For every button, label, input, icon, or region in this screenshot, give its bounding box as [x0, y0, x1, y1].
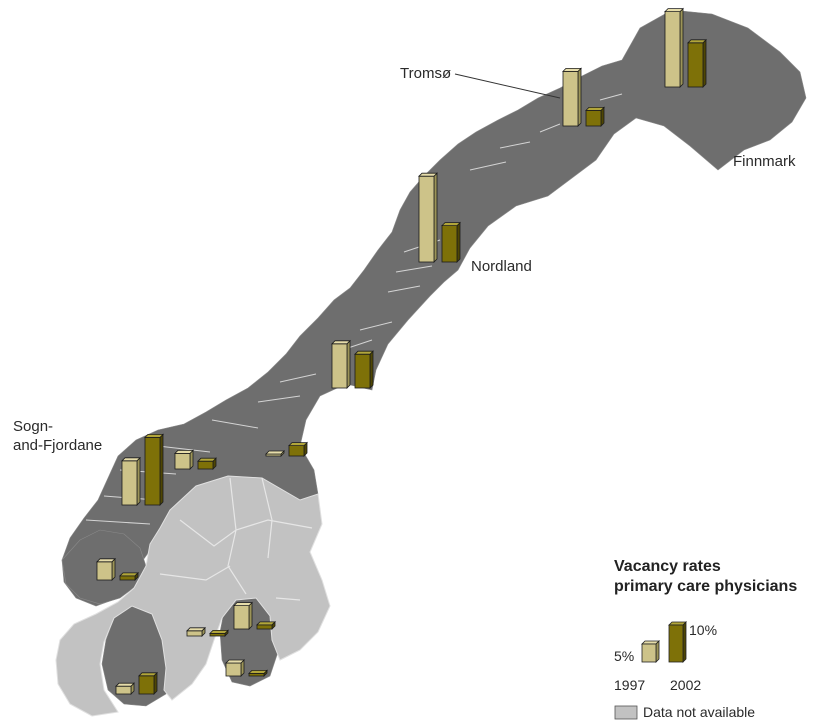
bar-s-r-tr-ndelag-1997: [265, 450, 285, 457]
bar-m-re-og-romsdal-2002: [197, 457, 217, 470]
bar-nord-tr-ndelag-1997: [331, 339, 351, 389]
bar-nordland-2002: [441, 221, 461, 263]
label-finnmark: Finnmark: [733, 153, 796, 170]
bar-akershus-1997: [233, 601, 253, 630]
region-boundaries: [159, 477, 313, 601]
bar-sogn-og-fjordane-1997: [121, 456, 141, 506]
bar-nord-tr-ndelag-2002: [354, 350, 374, 389]
legend-year-1997: 1997: [614, 677, 646, 693]
region-light-south: [55, 475, 331, 717]
bar-hordaland-1997: [96, 557, 116, 581]
legend-na-label: Data not available: [643, 704, 756, 720]
legend-year-2002: 2002: [670, 677, 702, 693]
label-sogn-line2: and-Fjordane: [13, 437, 103, 454]
bar-vestfold-2002: [248, 669, 268, 677]
label-nordland: Nordland: [471, 258, 532, 275]
regions-data-not-available: [55, 475, 331, 717]
bar-sogn-og-fjordane-2002: [144, 433, 164, 506]
bar-akershus-2002: [256, 620, 276, 630]
legend-scale-low: 5%: [614, 648, 635, 664]
bar-hordaland-2002: [119, 571, 139, 581]
bar-troms-1997: [562, 67, 582, 127]
bar-m-re-og-romsdal-1997: [174, 449, 194, 470]
legend-swatch-group: [614, 621, 687, 720]
bar-vest-agder-2002: [138, 671, 158, 695]
bar-vest-agder-1997: [115, 682, 135, 695]
label-sogn-line1: Sogn-: [13, 418, 54, 435]
legend-scale-high: 10%: [689, 622, 718, 638]
bar-finnmark-1997: [664, 7, 684, 88]
bar-marks: [96, 7, 707, 695]
legend-title: Vacancy rates primary care physicians: [614, 557, 797, 597]
bar-finnmark-2002: [687, 38, 707, 88]
bar-troms-2002: [585, 106, 605, 127]
tromso-leader-line: [454, 73, 561, 99]
legend-title-line1: Vacancy rates: [614, 558, 721, 575]
legend-title-line2: primary care physicians: [614, 578, 798, 595]
label-tromso: Tromsø: [400, 65, 452, 82]
bar-buskerud-1997: [186, 626, 206, 637]
legend-bar-2002: [668, 621, 687, 663]
bar-nordland-1997: [418, 172, 438, 263]
legend-bar-1997: [641, 640, 660, 663]
bar-buskerud-2002: [209, 629, 229, 637]
legend-na-swatch: [614, 705, 638, 720]
bar-vestfold-1997: [225, 659, 245, 677]
bar-s-r-tr-ndelag-2002: [288, 441, 308, 457]
